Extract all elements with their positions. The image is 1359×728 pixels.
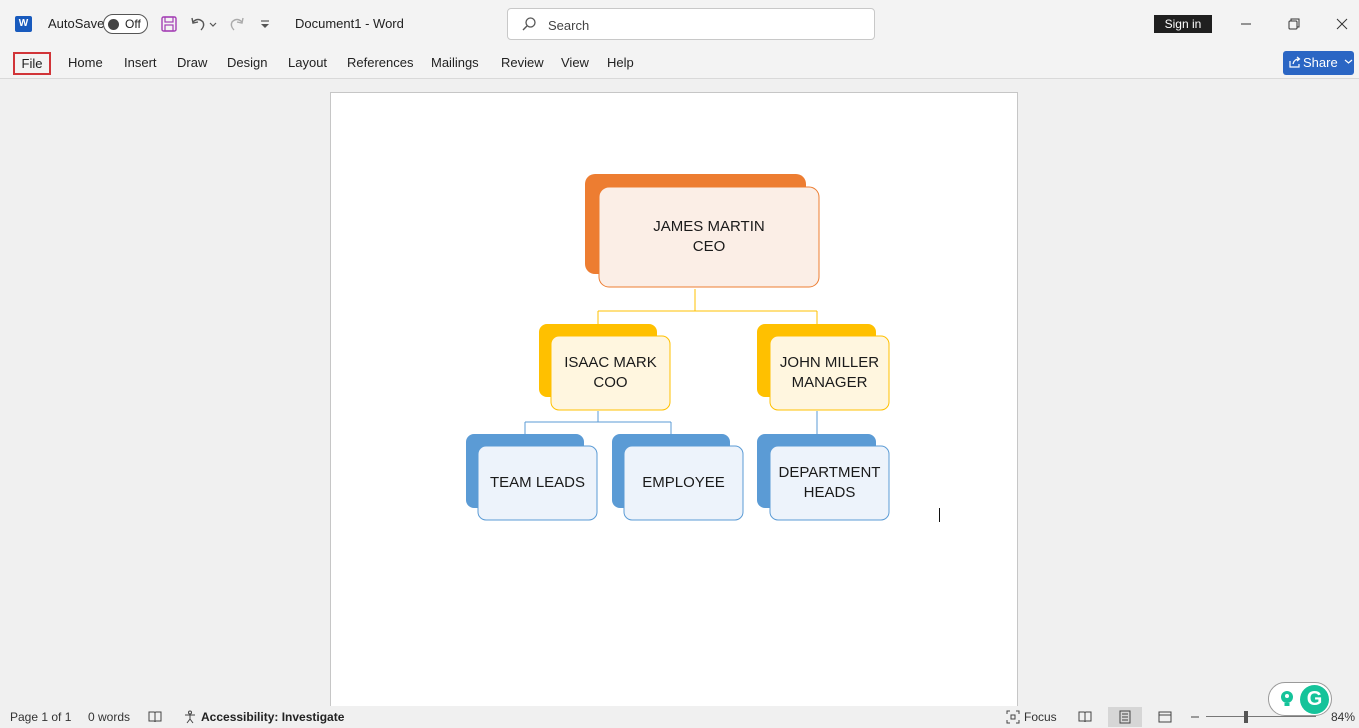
share-label: Share: [1303, 55, 1338, 70]
autosave-label: AutoSave: [48, 16, 105, 31]
minimize-icon[interactable]: [1234, 12, 1258, 36]
accessibility-status[interactable]: Accessibility: Investigate: [201, 710, 345, 724]
department-heads-label: DEPARTMENT HEADS: [770, 446, 889, 520]
employee-label: EMPLOYEE: [624, 446, 743, 520]
tab-mailings[interactable]: Mailings: [431, 55, 479, 70]
share-icon: [1289, 56, 1301, 68]
grammarly-widget[interactable]: G: [1268, 682, 1332, 716]
tab-review[interactable]: Review: [501, 55, 544, 70]
save-icon[interactable]: [159, 14, 179, 34]
team-leads-box[interactable]: [466, 434, 598, 521]
department-heads-box[interactable]: [757, 434, 890, 521]
autosave-state: Off: [125, 17, 141, 31]
manager-title: MANAGER: [791, 374, 868, 391]
connector-lines-top: [597, 289, 818, 324]
tab-layout[interactable]: Layout: [288, 55, 328, 70]
search-input[interactable]: [548, 15, 848, 35]
tab-view[interactable]: View: [561, 55, 589, 70]
ceo-title: CEO: [692, 238, 726, 255]
ceo-label: JAMES MARTIN CEO: [599, 187, 819, 287]
status-bar: Page 1 of 1 0 words Accessibility: Inves…: [0, 706, 1359, 728]
sign-in-button[interactable]: Sign in: [1154, 15, 1212, 33]
title-bar: W AutoSave Off Document1 - Word Sign in: [0, 0, 1359, 48]
focus-icon[interactable]: [1006, 710, 1020, 724]
zoom-level[interactable]: 84%: [1331, 710, 1356, 724]
zoom-out-icon[interactable]: [1188, 710, 1202, 724]
manager-box[interactable]: [757, 324, 890, 411]
employee-box[interactable]: [612, 434, 744, 521]
ceo-box[interactable]: [585, 174, 820, 288]
toggle-knob: [108, 19, 119, 30]
undo-dropdown-icon[interactable]: [207, 14, 219, 34]
tab-design[interactable]: Design: [227, 55, 268, 70]
document-page[interactable]: JAMES MARTIN CEO ISAAC MARK COO JOHN MIL…: [330, 92, 1018, 712]
undo-icon[interactable]: [188, 14, 208, 34]
search-box[interactable]: [507, 8, 875, 40]
web-layout-icon[interactable]: [1158, 710, 1172, 724]
coo-title: COO: [593, 374, 628, 391]
word-logo-icon: W: [15, 16, 32, 32]
customize-toolbar-icon[interactable]: [257, 14, 273, 34]
tab-insert[interactable]: Insert: [124, 55, 157, 70]
connector-lines-bottom: [524, 411, 818, 434]
tab-file[interactable]: File: [13, 52, 51, 75]
share-button[interactable]: Share: [1283, 51, 1354, 75]
department-heads-line2: HEADS: [803, 484, 856, 501]
grammarly-icon: G: [1300, 685, 1329, 714]
proofing-book-icon[interactable]: [148, 710, 162, 724]
coo-name: ISAAC MARK: [564, 354, 657, 371]
ceo-name: JAMES MARTIN: [653, 218, 765, 235]
org-chart[interactable]: [331, 93, 1019, 713]
lightbulb-icon: [1281, 691, 1293, 706]
manager-label: JOHN MILLER MANAGER: [770, 336, 889, 410]
zoom-slider-thumb[interactable]: [1244, 711, 1248, 723]
page-count[interactable]: Page 1 of 1: [10, 710, 72, 724]
text-cursor: [939, 508, 940, 522]
tab-home[interactable]: Home: [68, 55, 103, 70]
tab-references[interactable]: References: [347, 55, 414, 70]
tab-draw[interactable]: Draw: [177, 55, 208, 70]
tab-help[interactable]: Help: [607, 55, 634, 70]
chevron-down-icon: [1344, 59, 1353, 64]
employee-text: EMPLOYEE: [642, 474, 725, 491]
team-leads-text: TEAM LEADS: [489, 474, 586, 491]
ribbon-tabs: File Home Insert Draw Design Layout Refe…: [0, 48, 1359, 79]
close-icon[interactable]: [1330, 12, 1354, 36]
restore-icon[interactable]: [1282, 12, 1306, 36]
word-count[interactable]: 0 words: [88, 710, 131, 724]
read-mode-icon[interactable]: [1078, 710, 1092, 724]
document-title: Document1 - Word: [295, 16, 404, 31]
team-leads-label: TEAM LEADS: [478, 446, 597, 520]
coo-label: ISAAC MARK COO: [551, 336, 670, 410]
department-heads-line1: DEPARTMENT: [778, 464, 881, 481]
zoom-slider[interactable]: [1206, 716, 1316, 717]
redo-icon[interactable]: [227, 14, 247, 34]
coo-box[interactable]: [539, 324, 671, 411]
autosave-toggle[interactable]: Off: [103, 14, 148, 34]
print-layout-icon[interactable]: [1118, 710, 1132, 724]
accessibility-icon[interactable]: [183, 710, 197, 724]
manager-name: JOHN MILLER: [779, 354, 880, 371]
focus-label[interactable]: Focus: [1024, 710, 1057, 724]
search-icon: [522, 17, 536, 31]
